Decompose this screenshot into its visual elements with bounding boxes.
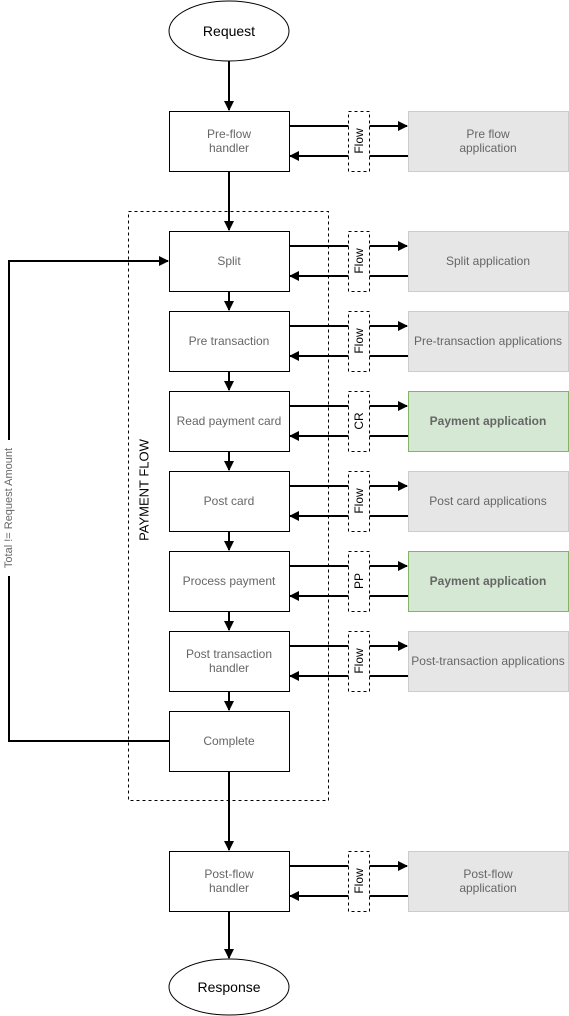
- response-terminal: [168, 958, 290, 1016]
- step-post-transaction-handler: [169, 631, 290, 692]
- payment-flow-group: [128, 211, 329, 801]
- connector-label-split: Flow: [352, 248, 366, 274]
- step-pre-flow-handler: [169, 111, 290, 172]
- app-label-pre-flow-handler: Pre flow: [466, 127, 510, 141]
- connector-label-post-transaction-handler: Flow: [352, 648, 366, 674]
- app-label-post-transaction-handler: Post-transaction applications: [411, 654, 564, 668]
- connector-label-post-flow-handler: Flow: [352, 868, 366, 894]
- loop-label: Total != Request Amount: [3, 448, 15, 568]
- app-read-payment-card: [408, 391, 569, 452]
- connector-label-process-payment: PP: [352, 573, 366, 589]
- app-label-post-flow-handler: Post-flow: [463, 867, 513, 881]
- app-label-pre-flow-handler: application: [459, 141, 516, 155]
- step-label-split: Split: [217, 254, 241, 268]
- step-post-flow-handler: [169, 851, 290, 912]
- connector-process-payment: [348, 551, 370, 612]
- step-complete: [169, 711, 290, 772]
- connector-pre-flow-handler: [348, 111, 370, 172]
- connector-label-read-payment-card: CR: [352, 412, 366, 430]
- step-post-card: [169, 471, 290, 532]
- connector-label-post-card: Flow: [352, 488, 366, 514]
- app-label-post-flow-handler: application: [459, 881, 516, 895]
- step-process-payment: [169, 551, 290, 612]
- step-read-payment-card: [169, 391, 290, 452]
- app-label-read-payment-card: Payment application: [430, 414, 547, 428]
- connector-read-payment-card: [348, 391, 370, 452]
- request-terminal: [168, 0, 290, 62]
- app-label-split: Split application: [446, 254, 530, 268]
- connector-post-flow-handler: [348, 851, 370, 912]
- app-post-transaction-handler: [408, 631, 569, 692]
- app-process-payment: [408, 551, 569, 612]
- step-label-post-flow-handler: handler: [209, 881, 249, 895]
- response-label: Response: [197, 979, 260, 995]
- step-label-read-payment-card: Read payment card: [177, 414, 282, 428]
- app-label-post-card: Post card applications: [429, 494, 546, 508]
- step-label-post-transaction-handler: Post transaction: [186, 647, 272, 661]
- connector-post-card: [348, 471, 370, 532]
- step-label-pre-transaction: Pre transaction: [189, 334, 270, 348]
- request-label: Request: [203, 23, 255, 39]
- step-pre-transaction: [169, 311, 290, 372]
- app-post-card: [408, 471, 569, 532]
- connector-post-transaction-handler: [348, 631, 370, 692]
- step-label-post-transaction-handler: handler: [209, 661, 249, 675]
- connector-split: [348, 231, 370, 292]
- app-pre-flow-handler: [408, 111, 569, 172]
- app-label-pre-transaction: Pre-transaction applications: [414, 334, 562, 348]
- step-label-pre-flow-handler: handler: [209, 141, 249, 155]
- app-split: [408, 231, 569, 292]
- step-label-complete: Complete: [203, 734, 255, 748]
- connector-label-pre-flow-handler: Flow: [352, 128, 366, 154]
- app-label-process-payment: Payment application: [430, 574, 547, 588]
- step-split: [169, 231, 290, 292]
- step-label-post-flow-handler: Post-flow: [204, 867, 254, 881]
- step-label-process-payment: Process payment: [183, 574, 276, 588]
- step-label-post-card: Post card: [204, 494, 255, 508]
- connector-pre-transaction: [348, 311, 370, 372]
- connector-label-pre-transaction: Flow: [352, 328, 366, 354]
- loop-label-bg: [3, 440, 15, 576]
- app-pre-transaction: [408, 311, 569, 372]
- app-post-flow-handler: [408, 851, 569, 912]
- step-label-pre-flow-handler: Pre-flow: [207, 127, 251, 141]
- payment-flow-label: PAYMENT FLOW: [137, 438, 152, 541]
